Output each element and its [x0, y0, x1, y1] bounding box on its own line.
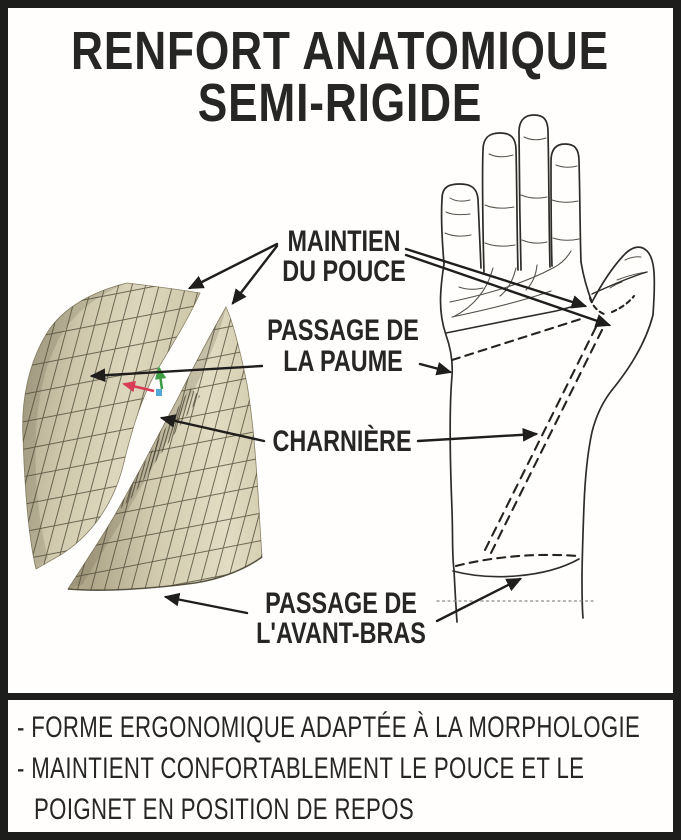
- page-title-line1: RENFORT ANATOMIQUE: [71, 21, 609, 81]
- arrow-thumb-right-a: [404, 247, 588, 309]
- arrow-thumb-left-a: [187, 242, 279, 290]
- feature-line-2: - MAINTIENT CONFORTABLEMENT LE POUCE ET …: [17, 752, 585, 785]
- splint-3d-figure: [22, 282, 263, 591]
- callout-arrows: [89, 242, 612, 623]
- arrow-thumb-left-b: [231, 244, 279, 305]
- arrow-hinge-right: [416, 427, 539, 443]
- label-passage-de-la-paume: PASSAGE DE LA PAUME: [267, 314, 419, 378]
- features-box: - FORME ERGONOMIQUE ADAPTÉE À LA MORPHOL…: [8, 700, 673, 832]
- arrow-forearm-left: [163, 592, 249, 615]
- page-title-line2: SEMI-RIGIDE: [197, 73, 483, 133]
- arrow-forearm-right: [435, 577, 523, 623]
- arrow-palm-left: [89, 364, 264, 383]
- label-maintien-du-pouce: MAINTIEN DU POUCE: [282, 225, 406, 288]
- label-passage-avant-bras: PASSAGE DE L'AVANT-BRAS: [256, 587, 426, 650]
- page-title: RENFORT ANATOMIQUE SEMI-RIGIDE: [71, 21, 609, 133]
- label-charniere: CHARNIÈRE: [272, 425, 412, 458]
- arrow-palm-right: [418, 361, 453, 376]
- arrow-thumb-right-b: [404, 253, 612, 328]
- hand-diagram-figure: [436, 114, 656, 623]
- section-divider: [0, 693, 681, 700]
- arrow-hinge-left: [159, 414, 266, 443]
- feature-line-3: POIGNET EN POSITION DE REPOS: [34, 793, 415, 826]
- feature-line-1: - FORME ERGONOMIQUE ADAPTÉE À LA MORPHOL…: [17, 711, 641, 744]
- splint-outline-dashes: [450, 294, 636, 568]
